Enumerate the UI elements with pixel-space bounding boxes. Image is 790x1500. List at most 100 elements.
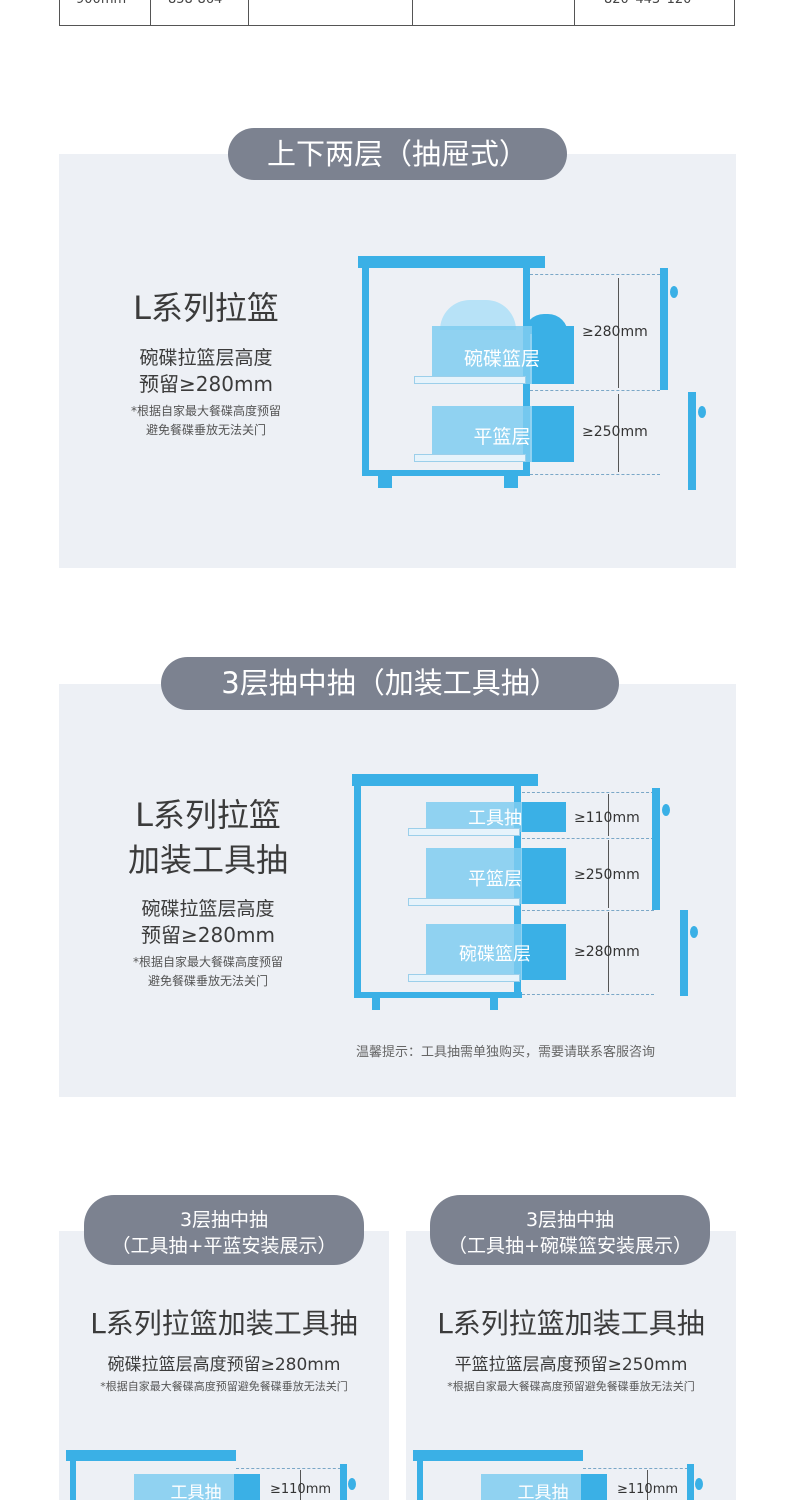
drawer-rail xyxy=(408,898,520,906)
height-value: 平篮拉篮层高度预留≥250mm xyxy=(454,1355,688,1375)
drawer-flat-label: 平篮层 xyxy=(468,869,522,890)
drawer-tool-label: 工具抽 xyxy=(468,808,522,829)
section-panel-three-layer xyxy=(59,684,736,1097)
dimension-arrow xyxy=(608,840,609,908)
note-line: 避免餐碟垂放无法关门 xyxy=(145,423,266,437)
dimension-guide xyxy=(236,1468,346,1469)
cabinet-base xyxy=(354,992,522,998)
dimension-label: ≥110mm xyxy=(574,810,640,826)
drawer-tool-front xyxy=(522,802,566,832)
dimension-label: ≥250mm xyxy=(574,867,640,883)
cabinet-top xyxy=(352,774,538,786)
cabinet-foot xyxy=(504,476,518,488)
pill-line: 3层抽中抽 xyxy=(179,1209,269,1231)
dimension-arrow xyxy=(618,278,619,388)
door-panel xyxy=(340,1464,347,1500)
door-panel xyxy=(687,1464,694,1500)
section-title: L系列拉篮 xyxy=(135,796,281,834)
dimension-arrow xyxy=(618,394,619,472)
cabinet-foot xyxy=(490,998,498,1010)
table-divider xyxy=(412,0,413,25)
note-line: *根据自家最大餐碟高度预留 xyxy=(132,955,283,969)
section-panel-two-layer xyxy=(59,154,736,568)
dimension-guide xyxy=(530,274,660,275)
note-line: *根据自家最大餐碟高度预留避免餐碟垂放无法关门 xyxy=(100,1380,348,1393)
drawer-tool-label: 工具抽 xyxy=(517,1483,569,1500)
table-divider xyxy=(150,0,151,25)
spec-table: 900mm 858-864 820*443*120 xyxy=(59,0,735,26)
height-label: 碗碟拉篮层高度 xyxy=(139,347,273,369)
purchase-hint: 温馨提示：工具抽需单独购买，需要请联系客服咨询 xyxy=(356,1045,656,1060)
dimension-label: ≥280mm xyxy=(574,944,640,960)
cabinet-diagram-right: 工具抽 ≥110mm xyxy=(413,1450,713,1500)
cabinet-side xyxy=(70,1461,76,1500)
table-cell: 858-864 xyxy=(168,0,222,25)
table-cell: 820*443*120 xyxy=(604,0,691,25)
note-line: *根据自家最大餐碟高度预留 xyxy=(130,404,281,418)
cabinet-side xyxy=(362,268,369,476)
table-divider xyxy=(248,0,249,25)
section-pill-left: 3层抽中抽 （工具抽+平蓝安装展示） xyxy=(84,1195,364,1265)
height-value: 预留≥280mm xyxy=(139,372,273,396)
dimension-guide xyxy=(583,1468,693,1469)
drawer-bottom-front xyxy=(532,406,574,462)
drawer-tool-front xyxy=(581,1474,607,1500)
door-panel xyxy=(680,910,688,996)
note-line: 避免餐碟垂放无法关门 xyxy=(147,974,268,988)
drawer-bottom-label: 平篮层 xyxy=(473,426,531,448)
door-knob xyxy=(662,804,670,816)
pill-line: （工具抽+平蓝安装展示） xyxy=(111,1235,337,1257)
section-pill-right: 3层抽中抽 （工具抽+碗碟篮安装展示） xyxy=(430,1195,710,1265)
pill-line: 3层抽中抽 xyxy=(525,1209,615,1231)
dimension-guide xyxy=(522,838,654,839)
dimension-label: ≥280mm xyxy=(582,324,648,340)
plate-shape xyxy=(440,300,516,330)
drawer-tool-box xyxy=(426,802,522,832)
drawer-flat-box xyxy=(426,848,522,904)
door-panel xyxy=(660,268,668,390)
cabinet-foot xyxy=(372,998,380,1010)
drawer-dish-box xyxy=(426,924,522,980)
door-knob xyxy=(690,926,698,938)
dimension-guide xyxy=(522,792,654,793)
section-title: L系列拉篮 xyxy=(133,289,279,327)
dimension-label: ≥110mm xyxy=(270,1482,332,1497)
door-knob xyxy=(695,1478,703,1490)
dimension-guide xyxy=(530,390,660,391)
door-panel xyxy=(688,392,696,490)
dimension-label: ≥110mm xyxy=(617,1482,679,1497)
section-title: L系列拉篮加装工具抽 xyxy=(437,1307,705,1340)
table-cell: 900mm xyxy=(76,0,126,25)
door-knob xyxy=(698,406,706,418)
dimension-guide xyxy=(530,474,660,475)
section-title: L系列拉篮加装工具抽 xyxy=(90,1307,358,1340)
cabinet-diagram-three-layer: 工具抽 平篮层 碗碟篮层 ≥110mm ≥250mm ≥280mm xyxy=(350,774,700,1014)
drawer-tool-box xyxy=(481,1474,581,1500)
table-divider xyxy=(574,0,575,25)
drawer-flat-front xyxy=(522,848,566,904)
drawer-top-box xyxy=(432,326,532,384)
dimension-arrow xyxy=(647,1470,648,1500)
dimension-arrow xyxy=(608,794,609,836)
door-panel xyxy=(652,788,660,910)
drawer-tool-label: 工具抽 xyxy=(170,1483,222,1500)
door-knob xyxy=(670,286,678,298)
height-label: 碗碟拉篮层高度 xyxy=(141,898,275,920)
dimension-label: ≥250mm xyxy=(582,424,648,440)
dimension-arrow xyxy=(300,1470,301,1500)
door-knob xyxy=(348,1478,356,1490)
section-pill-three-layer: 3层抽中抽（加装工具抽） xyxy=(161,657,619,710)
cabinet-top xyxy=(413,1450,583,1461)
drawer-tool-box xyxy=(134,1474,234,1500)
cabinet-foot xyxy=(378,476,392,488)
height-value: 碗碟拉篮层高度预留≥280mm xyxy=(107,1355,341,1375)
drawer-tool-front xyxy=(234,1474,260,1500)
cabinet-diagram-two-layer: 碗碟篮层 平篮层 ≥280mm ≥250mm xyxy=(358,256,706,496)
dimension-arrow xyxy=(608,912,609,992)
cabinet-diagram-left: 工具抽 ≥110mm xyxy=(66,1450,366,1500)
section-pill-two-layer: 上下两层（抽屉式） xyxy=(228,128,567,180)
cabinet-base xyxy=(362,470,530,476)
drawer-dish-label: 碗碟篮层 xyxy=(459,944,531,965)
drawer-top-label: 碗碟篮层 xyxy=(463,348,540,370)
drawer-rail xyxy=(408,974,520,982)
